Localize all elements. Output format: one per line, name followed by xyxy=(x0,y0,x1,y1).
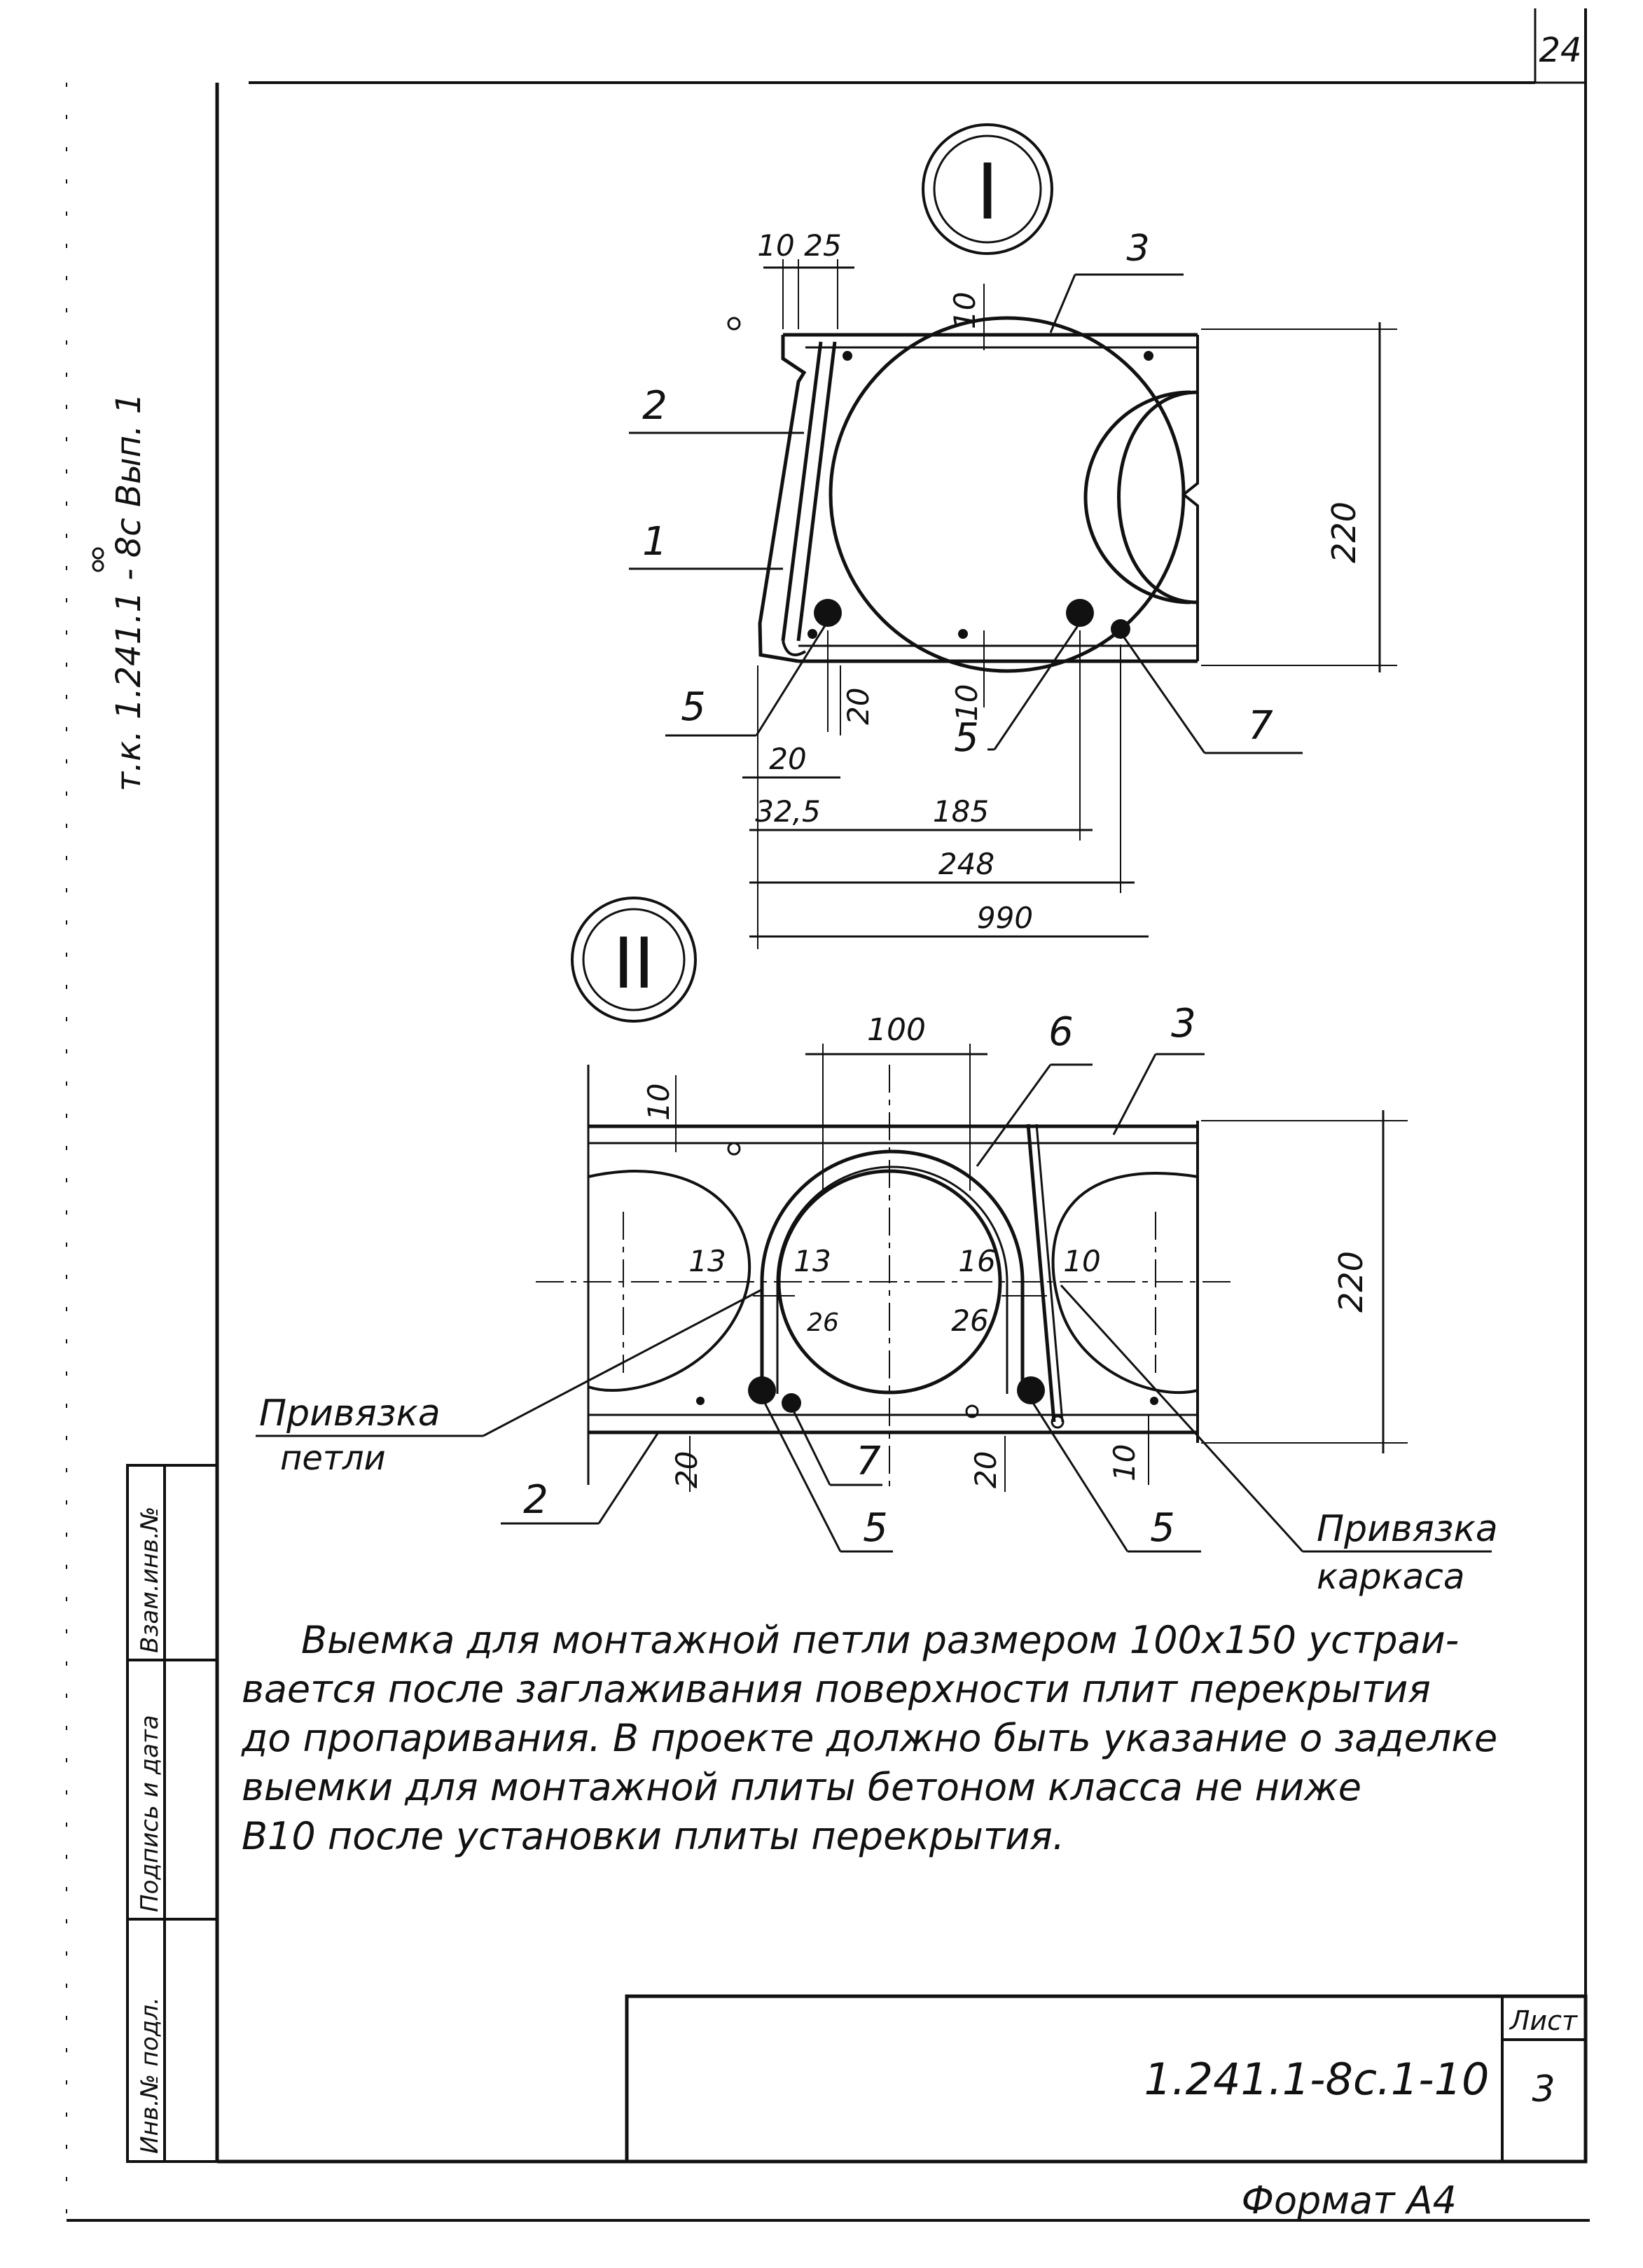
dim-I-25: 25 xyxy=(804,228,841,263)
center-lines-II xyxy=(536,1065,1233,1492)
stamp-field-replace: Взам.инв.№ xyxy=(136,1507,164,1653)
detail-I: I xyxy=(629,123,1397,949)
dim-I-20b: 20 xyxy=(769,742,806,776)
dim-II-16: 16 xyxy=(958,1244,995,1278)
callout-I-1: 1 xyxy=(642,519,667,565)
dim-I-10c: 10 xyxy=(950,684,984,721)
void-I-1 xyxy=(829,316,1186,673)
dim-II-20a: 20 xyxy=(670,1451,704,1488)
note-line-5: В10 после установки плиты перекрытия. xyxy=(242,1814,1065,1858)
callout-I-2: 2 xyxy=(642,383,667,429)
callout-II-3: 3 xyxy=(1171,1001,1196,1046)
note-line-4: выемки для монтажной плиты бетоном класс… xyxy=(242,1765,1361,1809)
rebar-5-II-a xyxy=(748,1376,776,1404)
bottom-dims-I xyxy=(742,630,1149,949)
dim-100-II xyxy=(805,1044,987,1191)
stamp-field-signature: Подпись и дата xyxy=(136,1715,164,1912)
callout-II-6: 6 xyxy=(1048,1009,1074,1055)
stamp-field-inventory: Инв.№ подл. xyxy=(136,1997,164,2154)
callout-II-5b: 5 xyxy=(1150,1505,1175,1551)
label-frame-line2: каркаса xyxy=(1317,1556,1465,1597)
dim-I-10b: 10 xyxy=(948,292,982,329)
dim-II-10a: 10 xyxy=(642,1084,676,1121)
dim-II-26a: 26 xyxy=(807,1308,839,1337)
label-frame-line1: Привязка xyxy=(1317,1508,1498,1550)
dim-II-13b: 13 xyxy=(793,1244,831,1278)
rebar-7-I xyxy=(1111,619,1130,639)
dim-I-32-5: 32,5 xyxy=(755,794,821,829)
callout-II-5a: 5 xyxy=(863,1505,888,1551)
lifting-loop-II-outer xyxy=(760,1149,1025,1394)
dim-I-20a: 20 xyxy=(841,688,875,725)
label-loop-line2: петли xyxy=(280,1439,386,1478)
format-label: Формат А4 xyxy=(1241,2178,1457,2222)
rebar-5-II-b xyxy=(1017,1376,1045,1404)
callout-I-3: 3 xyxy=(1126,228,1149,270)
dim-I-220: 220 xyxy=(1325,502,1363,563)
title-block xyxy=(625,1994,1588,2164)
rebar-small-I-b xyxy=(1144,351,1153,361)
stray-dot xyxy=(727,317,741,331)
slab-section-II xyxy=(587,1065,1199,1485)
rebar-small-I-c xyxy=(807,629,817,639)
rebar-5-I-a xyxy=(814,599,842,627)
note-line-2: вается после заглаживания поверхности пл… xyxy=(242,1667,1431,1711)
drawing-frame xyxy=(66,8,1590,2222)
rebar-small-I-a xyxy=(843,351,852,361)
dim-II-100: 100 xyxy=(867,1012,926,1048)
dim-II-10c: 10 xyxy=(1107,1444,1142,1481)
void-II-left xyxy=(588,1170,751,1392)
detail-I-marker: I xyxy=(976,147,999,237)
lifting-loop-I xyxy=(781,341,837,656)
dim-I-248: 248 xyxy=(938,847,994,881)
callout-I-5a: 5 xyxy=(681,684,706,730)
dim-I-185: 185 xyxy=(933,794,989,829)
void-II-right xyxy=(1051,1172,1198,1395)
dim-II-13a: 13 xyxy=(688,1244,726,1278)
sheet-number: 24 xyxy=(1539,31,1581,70)
dim-II-26b: 26 xyxy=(951,1304,988,1338)
dim-I-10a: 10 xyxy=(757,228,794,263)
dim-I-990: 990 xyxy=(977,901,1033,935)
label-loop-line1: Привязка xyxy=(259,1392,441,1434)
stamp-column xyxy=(126,1464,219,2163)
dim-II-10b: 10 xyxy=(1063,1244,1100,1278)
callout-II-2: 2 xyxy=(523,1477,548,1523)
rebar-5-I-b xyxy=(1066,599,1094,627)
note-block: Выемка для монтажной петли размером 100х… xyxy=(241,1618,1497,1858)
detail-II-marker: II xyxy=(613,922,655,1004)
sheet-label: Лист xyxy=(1509,2005,1579,2036)
lifting-loop-II-inner xyxy=(776,1166,1008,1394)
sheet-value: 3 xyxy=(1532,2068,1555,2110)
frame-rod-II xyxy=(1026,1123,1056,1423)
detail-II: II xyxy=(256,897,1498,1597)
dim-II-220: 220 xyxy=(1332,1251,1370,1313)
side-label: т.к. 1.241.1 - 8с Вып. 1 xyxy=(109,393,148,791)
callout-II-7: 7 xyxy=(856,1439,881,1484)
note-line-3: до пропаривания. В проекте должно быть у… xyxy=(241,1716,1497,1760)
callout-I-7: 7 xyxy=(1248,703,1273,749)
rebar-7-II xyxy=(782,1393,801,1413)
rebar-small-I-d xyxy=(958,629,968,639)
callout-I-5b: 5 xyxy=(954,715,979,761)
designation: 1.241.1-8с.1-10 xyxy=(1144,2054,1490,2105)
dim-220-II xyxy=(1201,1110,1408,1453)
dim-II-20b: 20 xyxy=(969,1451,1003,1488)
dim-220-I xyxy=(1201,322,1397,672)
side-label-group: т.к. 1.241.1 - 8с Вып. 1 xyxy=(109,393,148,791)
void-I-2 xyxy=(1083,390,1191,604)
note-line-1: Выемка для монтажной петли размером 100х… xyxy=(301,1618,1459,1662)
top-dims-I xyxy=(763,259,1008,350)
punch-marks xyxy=(92,547,104,572)
